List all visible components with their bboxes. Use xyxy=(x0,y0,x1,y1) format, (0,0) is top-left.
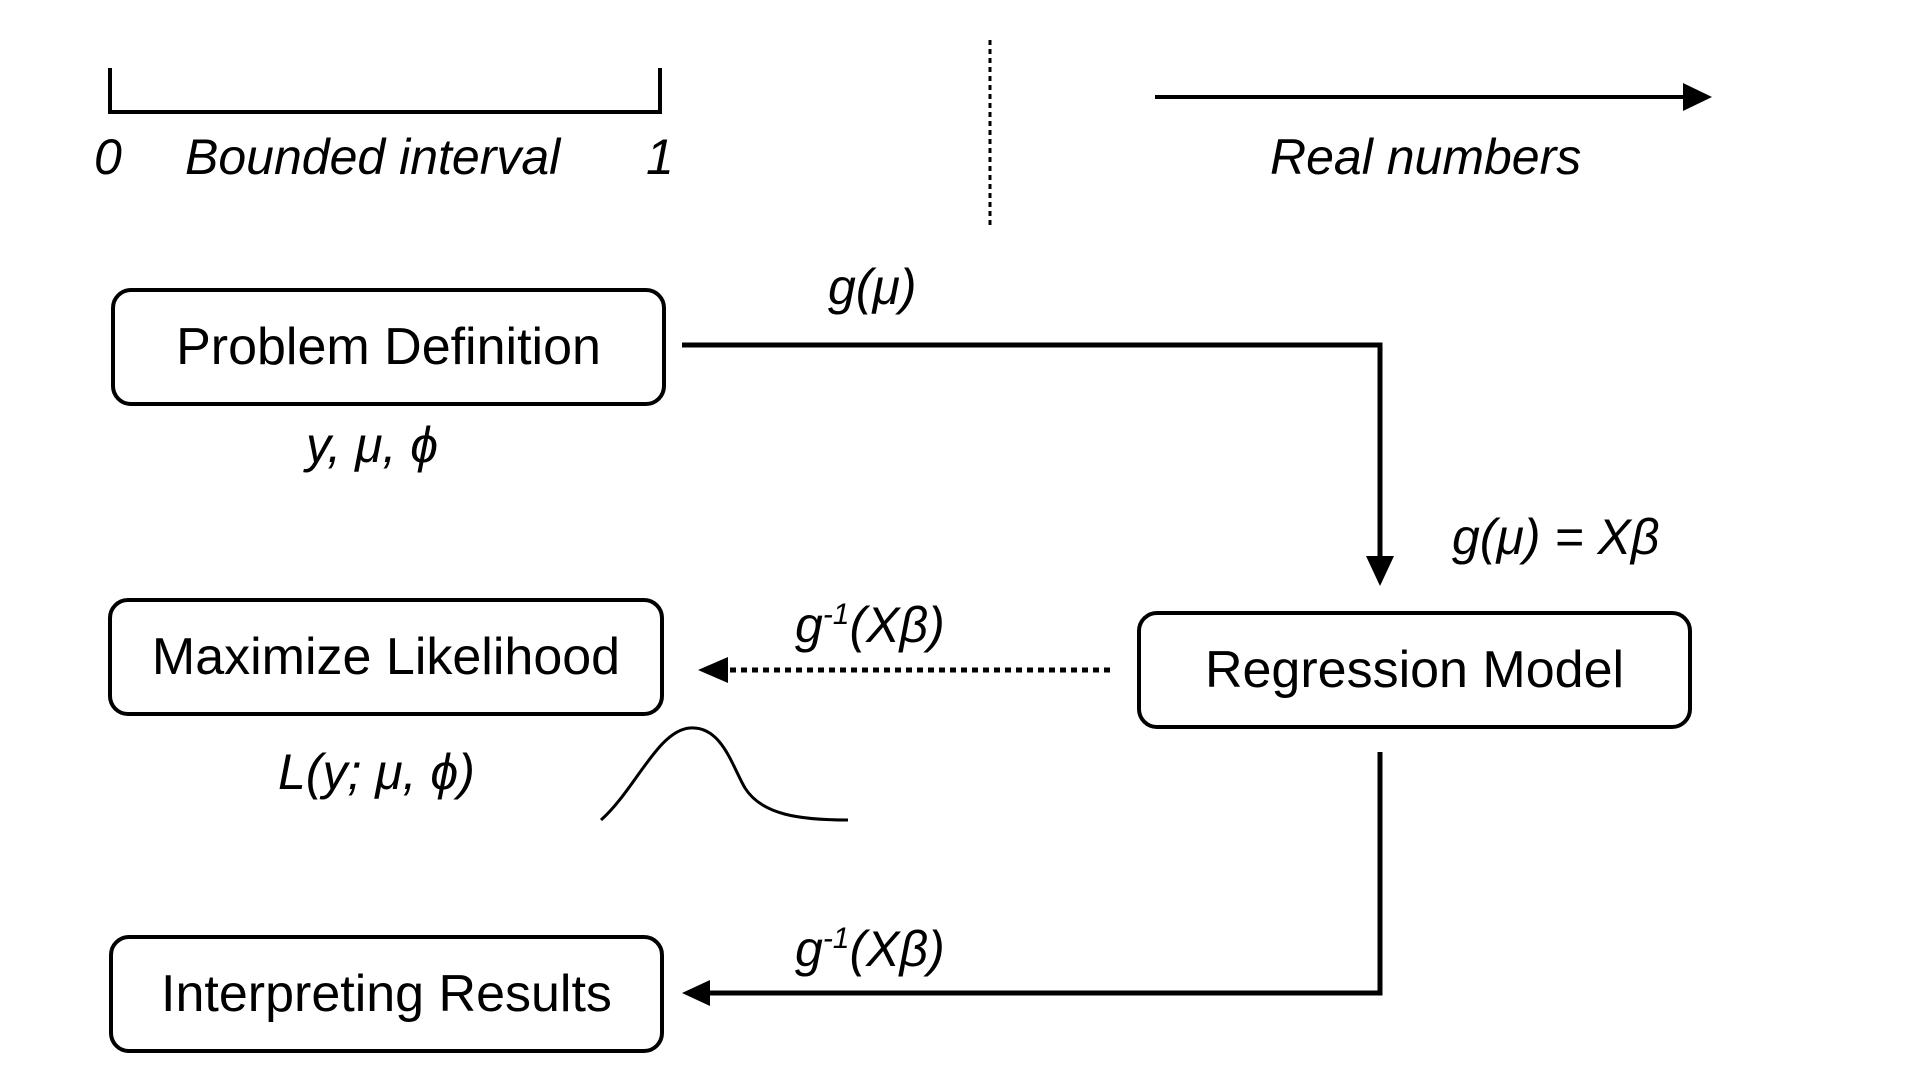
linear-predictor-equation: g(μ) = Xβ xyxy=(1452,509,1660,565)
results-arrowhead xyxy=(682,980,710,1006)
real-numbers-arrowhead xyxy=(1683,83,1712,111)
problem-definition-label: Problem Definition xyxy=(176,318,601,376)
problem-definition-box: Problem Definition xyxy=(111,288,666,406)
interval-end-label: 1 xyxy=(646,129,674,185)
bounded-interval-label: Bounded interval xyxy=(185,129,561,185)
link-function-label: g(μ) xyxy=(828,259,917,315)
regression-model-box: Regression Model xyxy=(1137,611,1692,729)
maximize-likelihood-label: Maximize Likelihood xyxy=(151,628,621,686)
interpreting-results-label: Interpreting Results xyxy=(161,965,612,1023)
results-arrow-line xyxy=(710,752,1383,996)
interval-start-label: 0 xyxy=(94,129,122,185)
inverse-link-label-upper: g-1(Xβ) xyxy=(795,597,945,653)
inverse-link-label-lower: g-1(Xβ) xyxy=(795,921,945,977)
likelihood-function-label: L(y; μ, ϕ) xyxy=(278,744,475,800)
link-arrowhead xyxy=(1366,556,1394,586)
problem-parameters-label: y, μ, ϕ xyxy=(306,417,439,473)
maximize-likelihood-box: Maximize Likelihood xyxy=(108,598,664,716)
distribution-curve xyxy=(600,726,849,822)
interpreting-results-box: Interpreting Results xyxy=(109,935,664,1053)
bounded-interval-bracket xyxy=(108,68,662,114)
link-arrow-line xyxy=(682,342,1383,556)
inverse-link-dotted-arrowhead xyxy=(698,657,728,683)
regression-model-label: Regression Model xyxy=(1204,641,1625,699)
real-numbers-label: Real numbers xyxy=(1270,129,1582,185)
